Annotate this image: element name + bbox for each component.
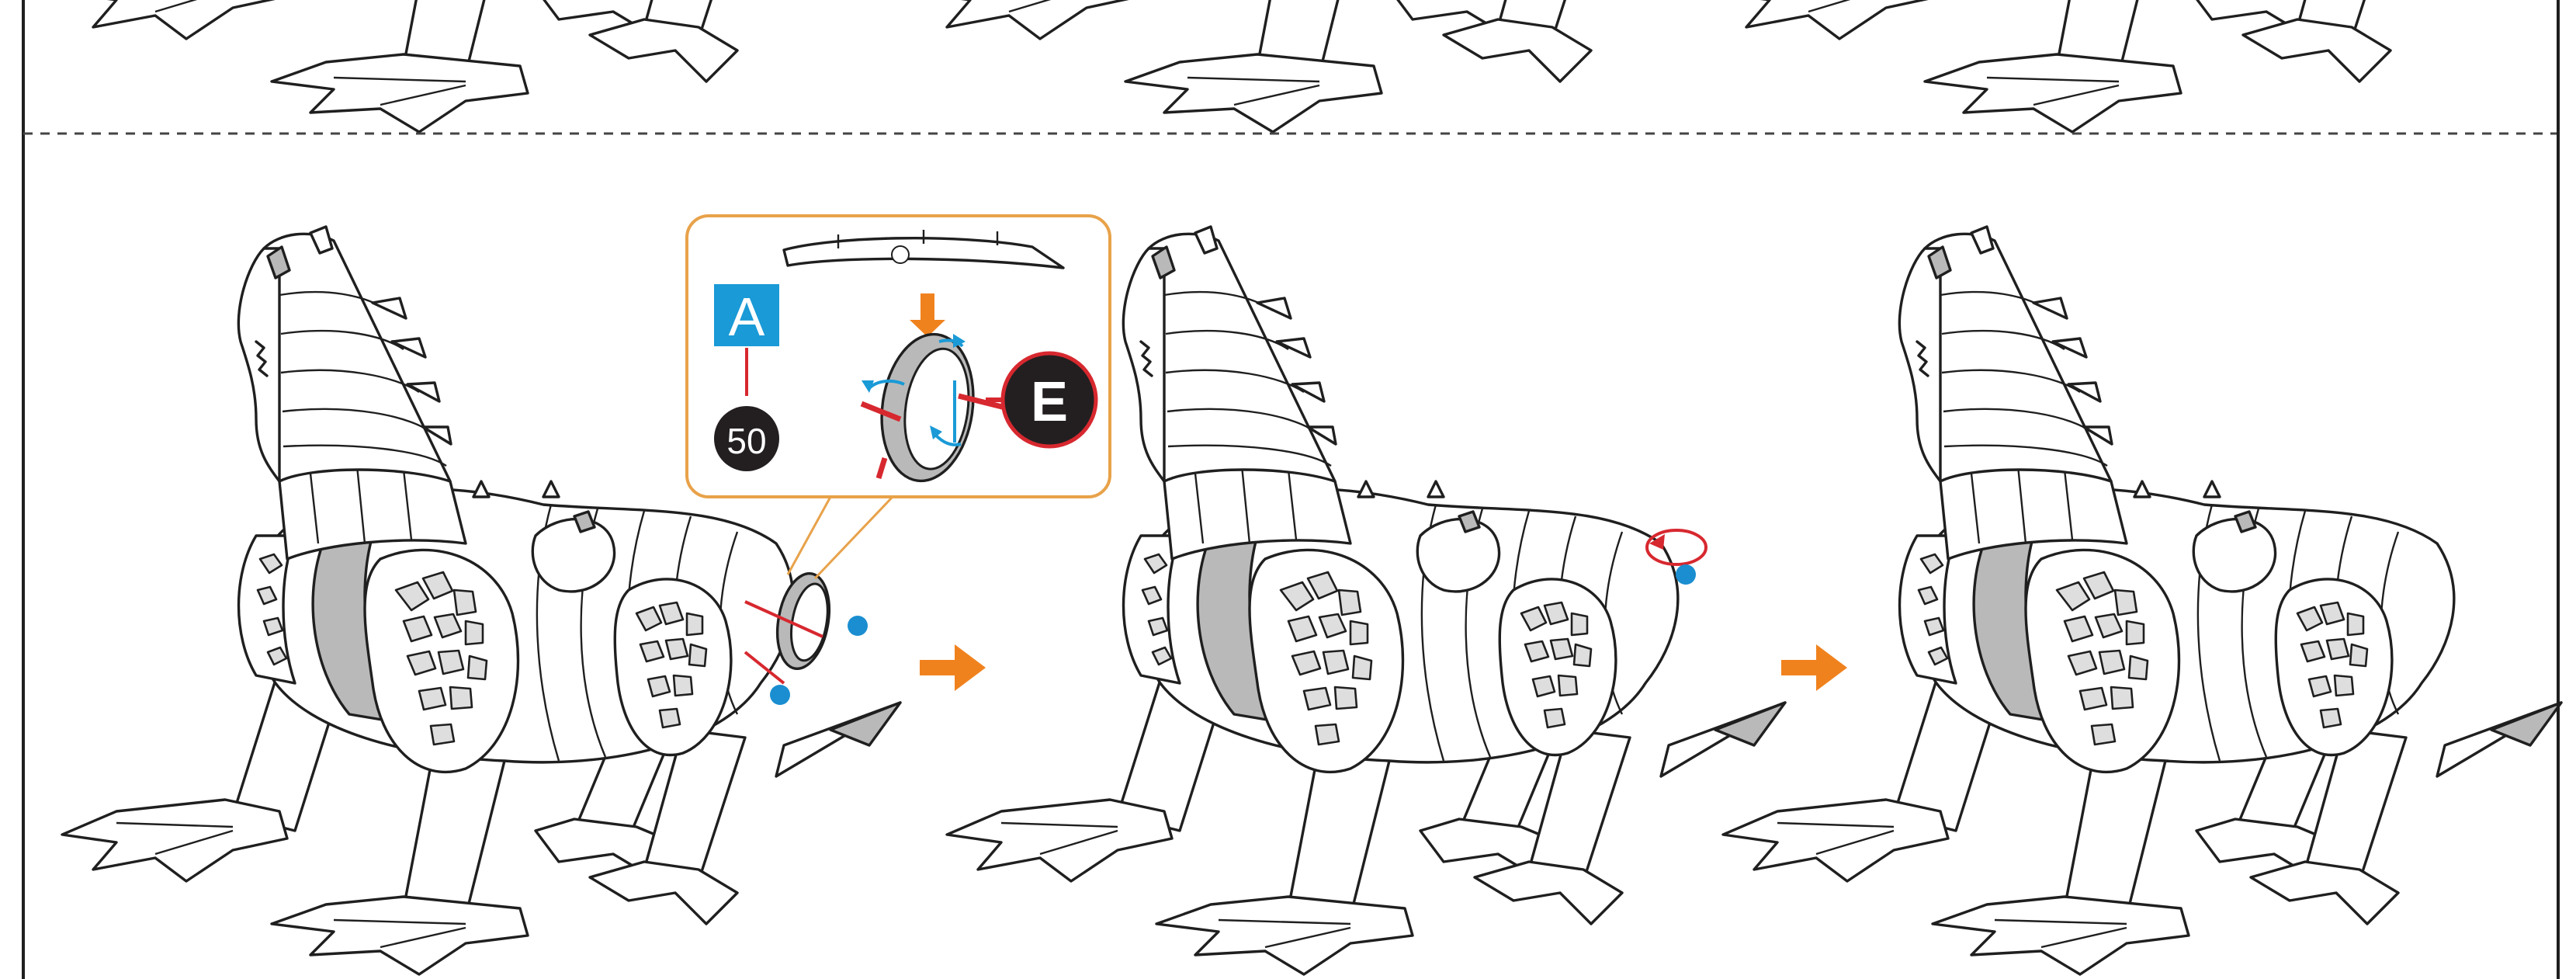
arrow-right-icon — [920, 644, 986, 691]
attach-point-dot — [1676, 564, 1696, 585]
attach-point-dot — [770, 685, 790, 705]
callout-box: E A 50 — [687, 216, 1110, 497]
group-label: A — [729, 286, 765, 347]
arrow-right-icon — [1781, 644, 1847, 691]
attach-point-dot — [848, 616, 868, 636]
stage-3 — [1723, 227, 2561, 974]
stage-1: E A 50 — [62, 216, 1110, 974]
connector-label: E — [1031, 371, 1068, 433]
part-number: 50 — [726, 421, 766, 461]
